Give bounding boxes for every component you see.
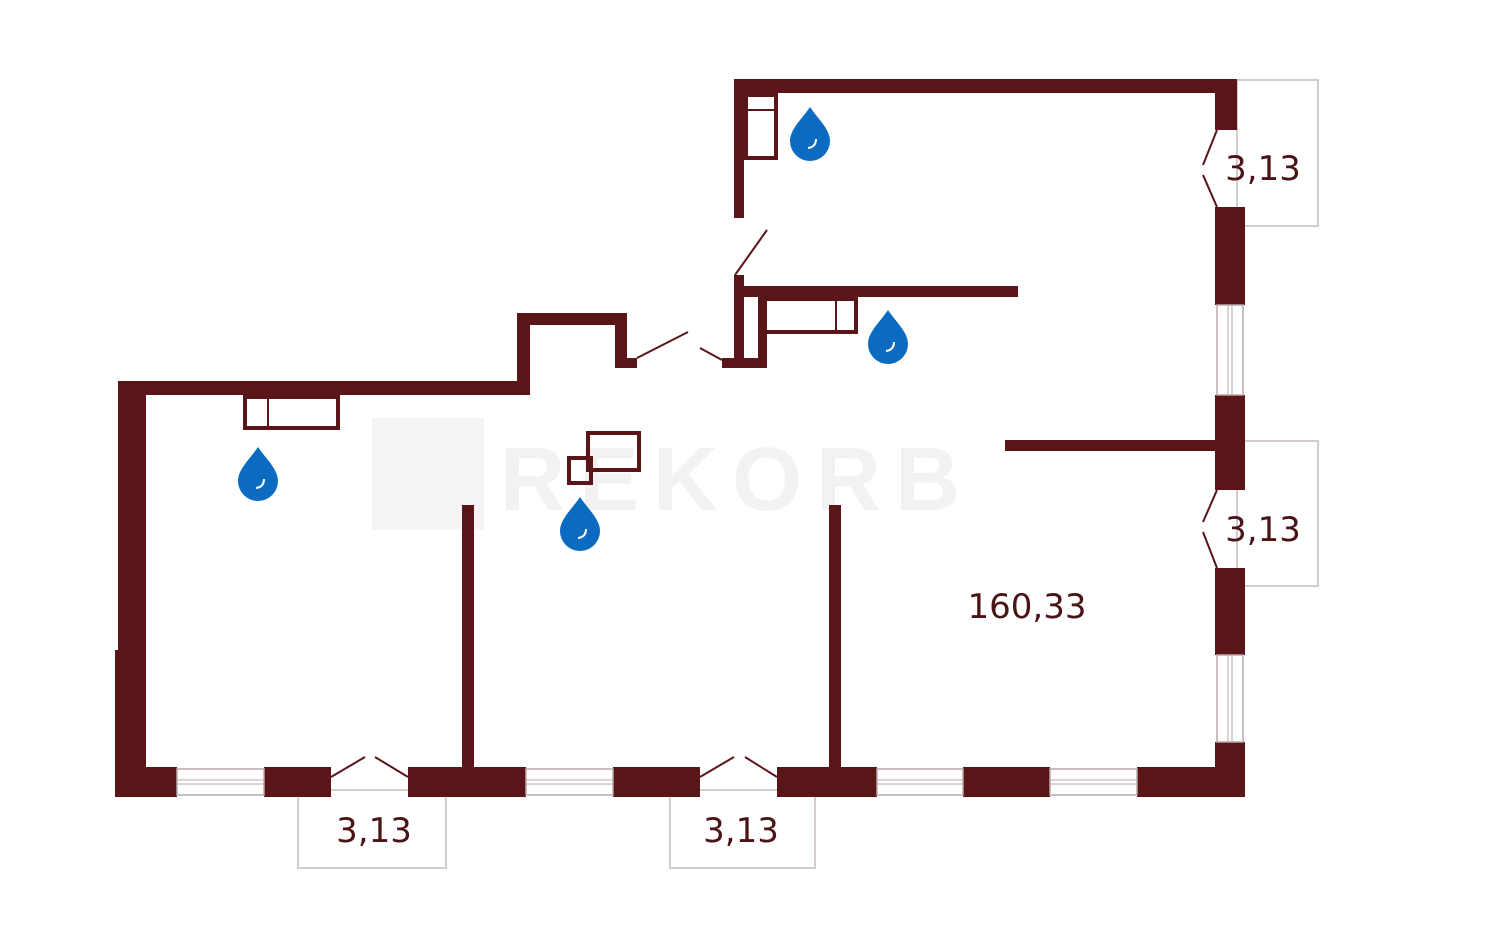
balcony-area-label: 3,13	[1225, 149, 1301, 189]
balcony-bottom-left	[297, 789, 447, 869]
water-drop-icon	[868, 310, 908, 364]
balcony-bottom-center	[669, 789, 816, 869]
balcony-top-right	[1236, 79, 1319, 227]
balcony-mid-right	[1236, 440, 1319, 587]
water-drop-icons	[238, 107, 908, 551]
balcony-area-label: 3,13	[703, 811, 779, 851]
balcony-area-label: 3,13	[336, 811, 412, 851]
water-drop-icon	[238, 447, 278, 501]
balconies	[297, 79, 1319, 869]
windows	[176, 304, 1244, 796]
water-drop-icon	[790, 107, 830, 161]
walls	[115, 79, 1245, 797]
doors	[330, 129, 1218, 778]
water-drop-icon	[560, 497, 600, 551]
total-area-label: 160,33	[968, 587, 1087, 627]
balcony-area-label: 3,13	[1225, 510, 1301, 550]
